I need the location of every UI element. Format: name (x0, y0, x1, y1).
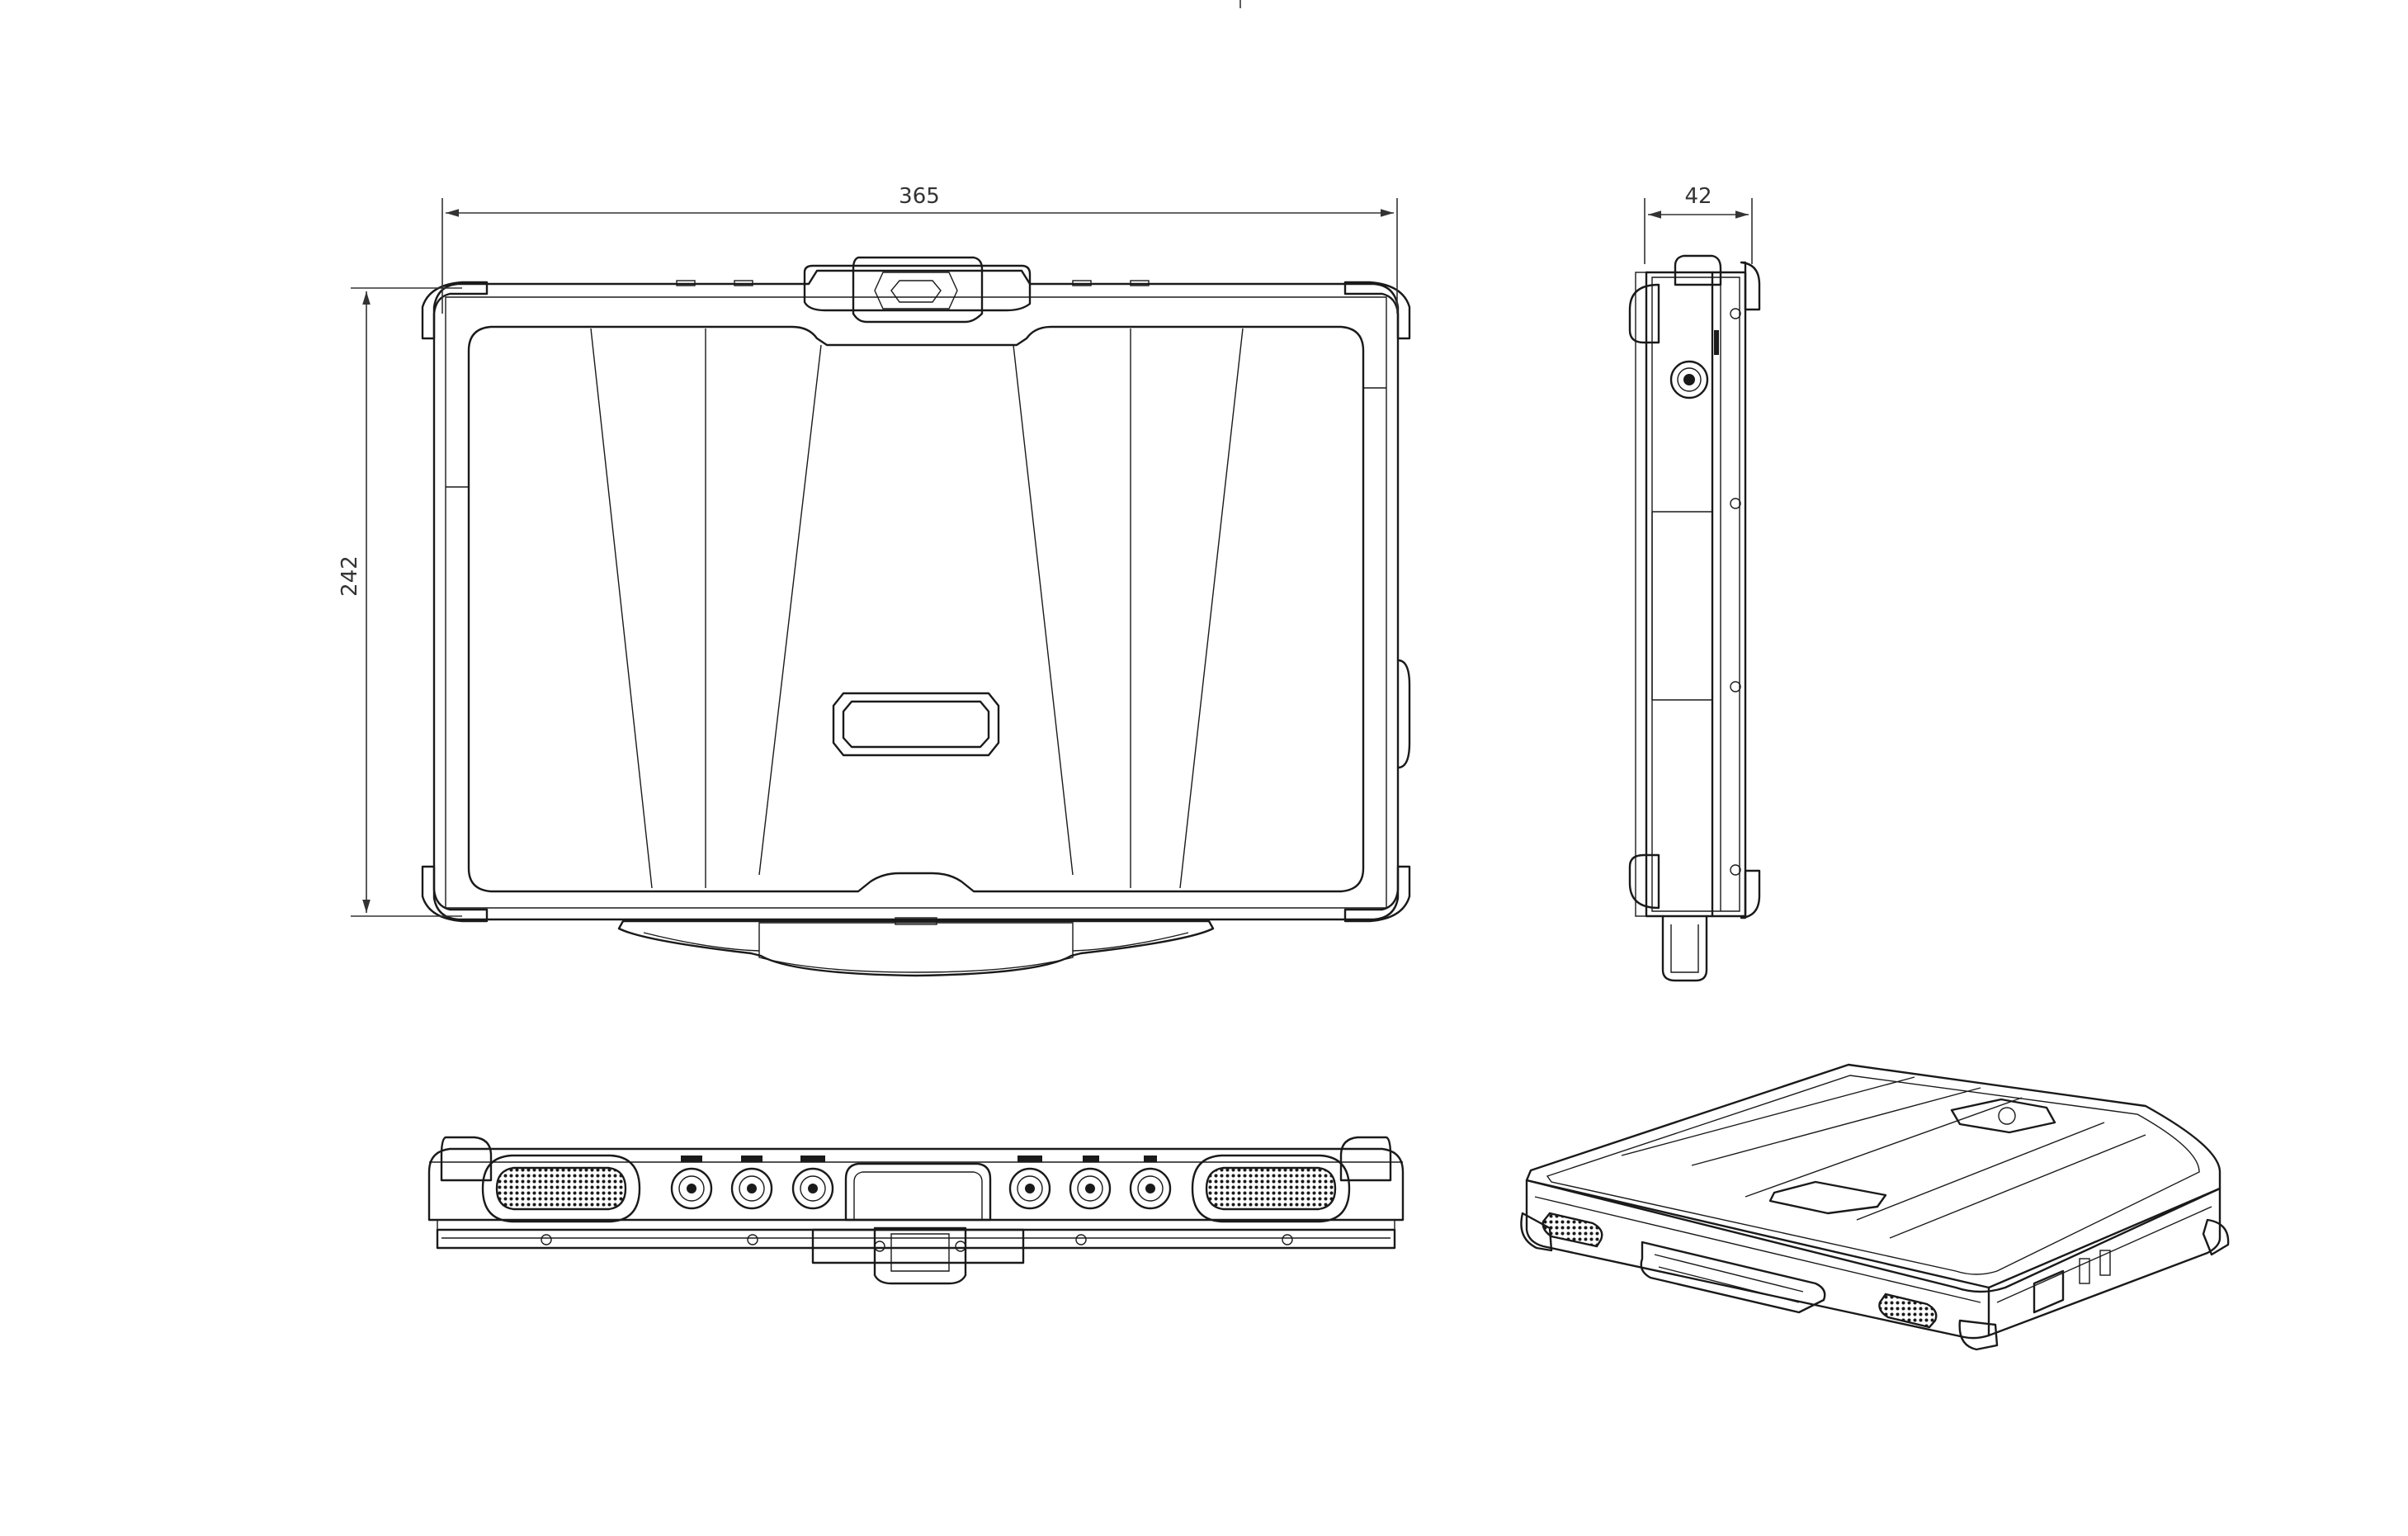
connector-row-left (670, 1156, 834, 1210)
iso-bumper-front-right (1958, 1319, 1999, 1351)
iso-base-front (1525, 1179, 1990, 1340)
width-label: 365 (899, 184, 940, 209)
bumper-bottom-right (1343, 865, 1411, 923)
connector-row-right (1008, 1156, 1172, 1210)
iso-latch (1950, 1098, 2056, 1134)
edge-handle (844, 1162, 992, 1222)
iso-speaker-right (1878, 1293, 1938, 1329)
iso-bumper-back-right (2202, 1218, 2230, 1256)
lid-rib-left-outer (590, 328, 653, 889)
iso-lid-top (1525, 1063, 2221, 1293)
iso-speaker-left (1542, 1212, 1603, 1248)
width-dimension: 365 (441, 184, 1398, 314)
lid-inner-rim (445, 296, 1387, 909)
isometric-view (1520, 1063, 2230, 1351)
height-label: 242 (338, 555, 362, 597)
side-port (1669, 360, 1709, 399)
lid-rib-center-left (758, 344, 822, 876)
side-body (1645, 271, 1747, 918)
side-bumper-bottom (1628, 853, 1660, 910)
side-bumper-top (1628, 283, 1660, 344)
iso-bumper-front-left (1520, 1212, 1553, 1252)
side-view (1628, 254, 1761, 982)
lid-rib-right-outer (1179, 328, 1244, 889)
bumper-top-left (421, 281, 489, 340)
front-edge-view (427, 1136, 1405, 1285)
depth-dimension: 42 (1644, 184, 1753, 264)
lid-rib-center-right (1013, 344, 1074, 876)
depth-label: 42 (1684, 184, 1712, 209)
lid-inner-panel (467, 325, 1365, 893)
edge-body-lower (436, 1228, 1396, 1250)
lid-outer-outline (432, 269, 1400, 921)
edge-latch (811, 1226, 1025, 1285)
top-view (421, 256, 1411, 977)
bumper-bottom-left (421, 865, 489, 923)
speaker-right (1191, 1154, 1351, 1223)
bumper-top-right (1343, 281, 1411, 340)
side-handle-stub (1661, 915, 1708, 982)
lid-latch (803, 256, 1032, 324)
edge-bumper-left (440, 1136, 493, 1182)
iso-handle (1640, 1241, 1826, 1314)
edge-bumper-right (1339, 1136, 1392, 1182)
iso-base-side (1987, 1187, 2221, 1337)
height-dimension: 242 (338, 287, 462, 917)
iso-side-port (2033, 1269, 2065, 1314)
lid-nameplate (832, 692, 1000, 757)
iso-nameplate (1768, 1180, 1887, 1215)
speaker-left (481, 1154, 641, 1223)
carry-handle-top (617, 917, 1215, 977)
